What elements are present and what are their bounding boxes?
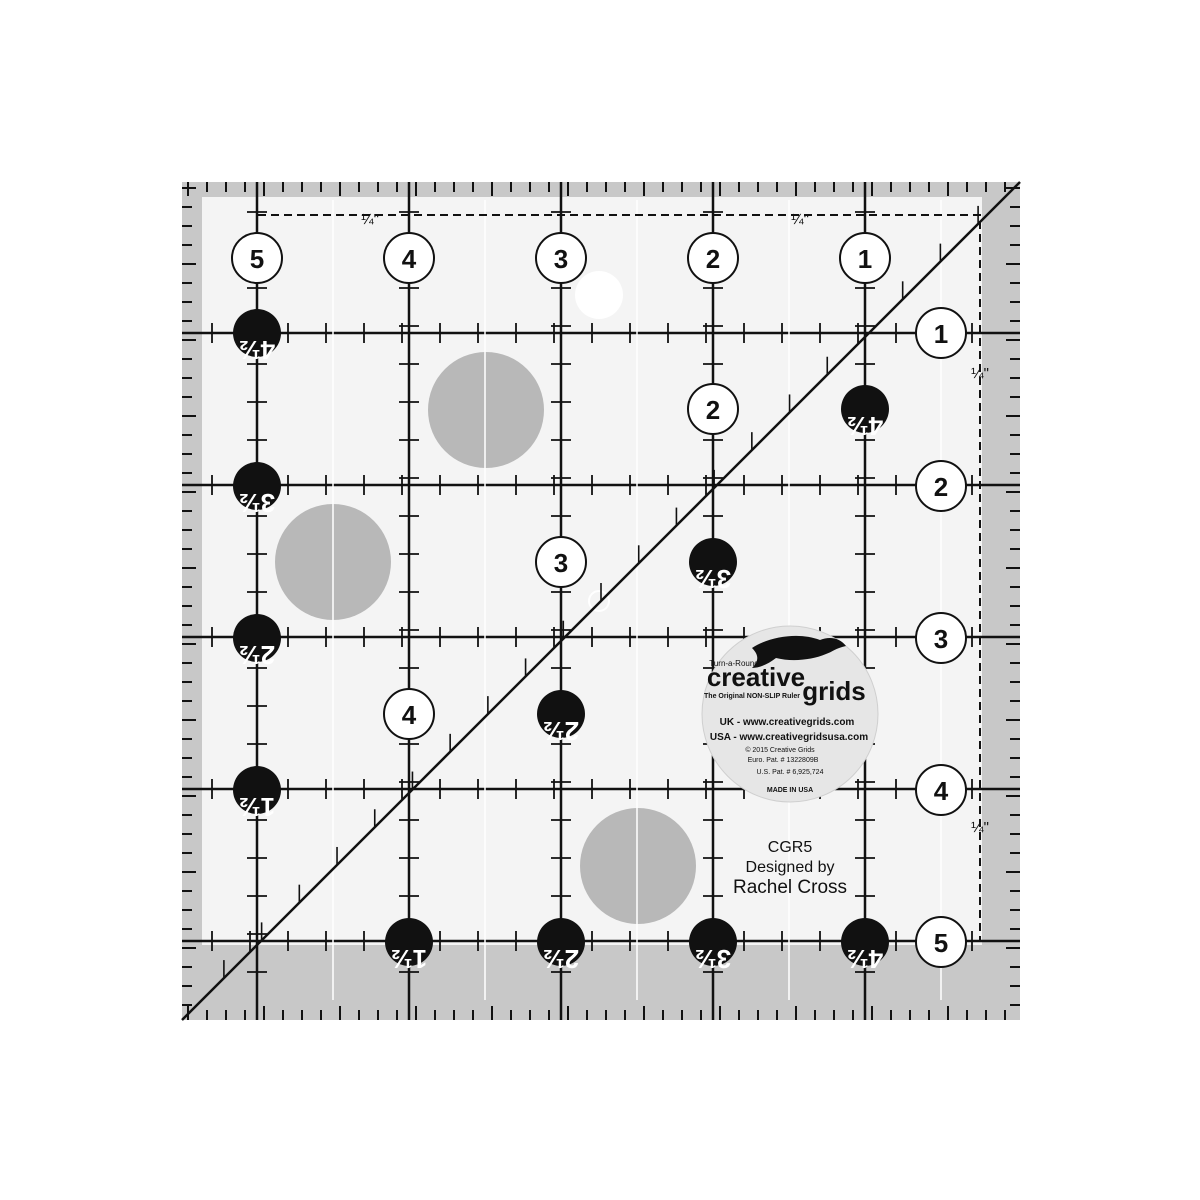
half-inch-badges-bottom: 1½ 2½ 3½ 4½ bbox=[385, 918, 889, 974]
diagonal-45-line bbox=[181, 181, 1021, 1021]
logo-euro-patent: Euro. Pat. # 1322809B bbox=[748, 757, 819, 764]
half-inch-number: 3½ bbox=[695, 564, 731, 594]
ruler-bottom-band bbox=[182, 945, 1020, 1020]
inch-number: 1 bbox=[934, 319, 948, 349]
half-inch-number: 2½ bbox=[543, 944, 579, 974]
half-inch-number: 2½ bbox=[239, 640, 275, 670]
inch-number: 2 bbox=[706, 395, 720, 425]
half-inch-badges-left: 4½ 3½ 2½ 1½ bbox=[233, 309, 281, 822]
half-inch-number: 1½ bbox=[239, 792, 275, 822]
grid-lines bbox=[182, 182, 1020, 1020]
inch-number: 2 bbox=[706, 244, 720, 274]
non-slip-dot bbox=[580, 808, 696, 924]
right-number-column: 1 2 3 4 5 bbox=[915, 307, 967, 968]
logo-tagline-bottom: The Original NON-SLIP Ruler bbox=[704, 693, 800, 700]
inner-number-circles: 2 3 4 bbox=[383, 383, 739, 740]
inch-number: 1 bbox=[858, 244, 872, 274]
logo-usa-url: USA - www.creativegridsusa.com bbox=[710, 732, 868, 743]
inch-number: 2 bbox=[934, 472, 948, 502]
half-inch-number: 3½ bbox=[239, 488, 275, 518]
half-inch-number: 1½ bbox=[391, 944, 427, 974]
designer-name: Rachel Cross bbox=[733, 877, 847, 898]
ruler-hole bbox=[575, 271, 623, 319]
logo-copyright: © 2015 Creative Grids bbox=[745, 746, 815, 754]
logo-brand-creative: creative bbox=[707, 662, 805, 692]
center-pivot-circle bbox=[588, 590, 610, 612]
logo-made-in: MADE IN USA bbox=[767, 787, 813, 794]
brand-logo-badge: Turn-a-Round™ creative grids The Origina… bbox=[701, 625, 879, 803]
quarter-inch-label: ¼" bbox=[971, 819, 989, 836]
quarter-inch-label: ¼" bbox=[971, 365, 989, 382]
inch-number: 3 bbox=[554, 548, 568, 578]
half-inch-number: 3½ bbox=[695, 944, 731, 974]
half-inch-number: 2½ bbox=[543, 716, 579, 746]
quarter-inch-label: ¼" bbox=[361, 211, 379, 228]
half-inch-number: 4½ bbox=[239, 335, 275, 365]
inch-number: 4 bbox=[402, 700, 417, 730]
measure-ticks bbox=[182, 182, 1020, 1020]
logo-uk-url: UK - www.creativegrids.com bbox=[720, 717, 855, 728]
quarter-inch-label: ¼" bbox=[791, 211, 809, 228]
logo-tagline-top: Turn-a-Round™ bbox=[709, 659, 767, 668]
designed-by-label: Designed by bbox=[746, 859, 835, 876]
inch-number: 4 bbox=[934, 776, 949, 806]
logo-brand-grids: grids bbox=[802, 676, 866, 706]
non-slip-dot bbox=[428, 352, 544, 468]
fox-logo-icon bbox=[752, 635, 846, 668]
logo-us-patent: U.S. Pat. # 6,925,724 bbox=[757, 769, 824, 776]
inch-number: 5 bbox=[250, 244, 264, 274]
inch-number: 3 bbox=[934, 624, 948, 654]
ruler-model: CGR5 bbox=[768, 839, 813, 856]
quarter-inch-seam-guide bbox=[258, 214, 981, 940]
inch-number: 3 bbox=[554, 244, 568, 274]
half-inch-number: 4½ bbox=[847, 944, 883, 974]
inch-number: 4 bbox=[402, 244, 417, 274]
top-number-row: 5 4 3 2 1 bbox=[231, 232, 891, 284]
half-inch-badges-diagonal: 4½ 3½ 2½ bbox=[537, 385, 889, 746]
inch-number: 5 bbox=[934, 928, 948, 958]
half-inch-number: 4½ bbox=[847, 411, 883, 441]
